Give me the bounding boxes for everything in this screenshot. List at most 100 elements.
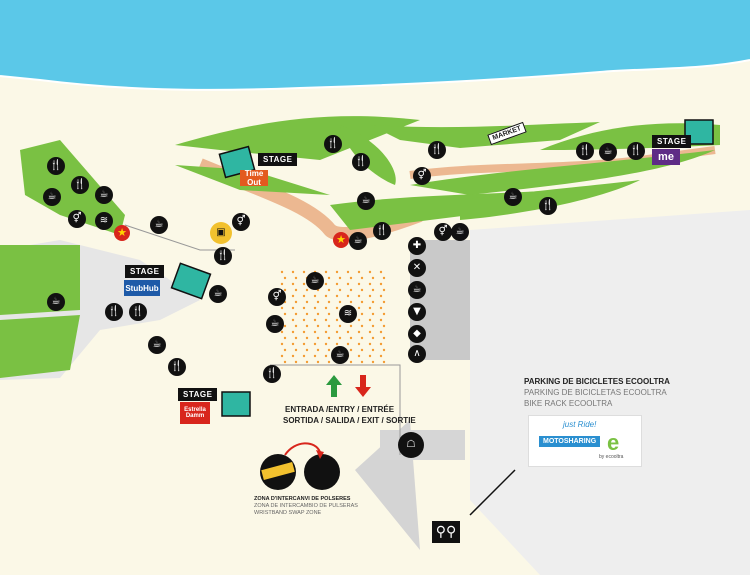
fence-line	[270, 364, 401, 455]
cloakroom-icon: ∧	[408, 345, 426, 363]
entry-dot	[335, 318, 339, 322]
toilet-icon: ⚥	[232, 213, 250, 231]
toilet-icon: ⚥	[434, 223, 452, 241]
entry-dot	[346, 270, 350, 274]
stage-logo-estrella: Estrella Damm	[180, 402, 210, 424]
entry-dot	[316, 360, 320, 364]
green-area-6	[340, 125, 396, 185]
wristband-line3: WRISTBAND SWAP ZONE	[254, 510, 322, 516]
food-icon: 🍴	[71, 176, 89, 194]
entry-dot	[382, 288, 386, 292]
food-icon: 🍴	[428, 141, 446, 159]
stage-logo-me: me	[652, 149, 680, 165]
entry-dot	[379, 294, 383, 298]
entry-dot	[283, 288, 287, 292]
entry-dot	[324, 270, 328, 274]
exit-arrow	[355, 375, 371, 397]
green-area-4	[175, 116, 420, 160]
shoreline	[0, 59, 750, 91]
wifi-icon: ≋	[95, 212, 113, 230]
entry-dot	[283, 312, 287, 316]
moto-card: just Ride! MOTOSHARING e by ecooltra	[528, 415, 642, 467]
entry-dot	[280, 282, 284, 286]
sea	[0, 0, 750, 90]
drink-icon: ☕	[357, 192, 375, 210]
drink-icon: ☕	[148, 336, 166, 354]
entry-dot	[313, 318, 317, 322]
entry-dot	[302, 318, 306, 322]
entry-dot	[357, 306, 361, 310]
entry-dot	[305, 348, 309, 352]
entry-dot	[338, 324, 342, 328]
food-icon: 🍴	[373, 222, 391, 240]
entry-dot	[357, 282, 361, 286]
entry-dot	[379, 330, 383, 334]
entry-dot	[313, 306, 317, 310]
entry-dot	[283, 348, 287, 352]
toilet-icon: ⚥	[68, 210, 86, 228]
paved-area-right	[470, 210, 750, 575]
drink-icon: ☕	[331, 346, 349, 364]
entry-dot	[294, 312, 298, 316]
entry-dot	[379, 354, 383, 358]
entry-dot	[357, 354, 361, 358]
entry-dot	[371, 276, 375, 280]
entry-dot	[302, 330, 306, 334]
entry-dot	[360, 324, 364, 328]
entry-dot	[302, 270, 306, 274]
entry-dot	[382, 312, 386, 316]
entry-dot	[302, 354, 306, 358]
entry-dot	[280, 354, 284, 358]
drink-icon: ☕	[95, 186, 113, 204]
wristband-right	[304, 454, 340, 490]
entry-dot	[291, 342, 295, 346]
entry-dot	[382, 300, 386, 304]
entry-dot	[291, 282, 295, 286]
moto-by: by ecooltra	[599, 454, 624, 460]
entry-dot	[305, 324, 309, 328]
swap-arrowhead	[316, 450, 324, 459]
info-point-icon: ★	[333, 232, 349, 248]
stage-logo-stubhub: StubHub	[124, 280, 160, 296]
entry-dot	[346, 342, 350, 346]
entry-dot	[379, 306, 383, 310]
wifi-icon: ≋	[339, 305, 357, 323]
drink-icon: ☕	[408, 281, 426, 299]
entry-dot	[283, 336, 287, 340]
entry-dot	[283, 324, 287, 328]
entry-dot	[368, 270, 372, 274]
entry-dot	[357, 294, 361, 298]
entry-dot	[368, 306, 372, 310]
entry-dot	[291, 306, 295, 310]
entry-dot	[368, 330, 372, 334]
entry-dot	[335, 306, 339, 310]
entry-dot	[305, 300, 309, 304]
drink-icon: ☕	[209, 285, 227, 303]
food-icon: 🍴	[576, 142, 594, 160]
entry-dot	[313, 342, 317, 346]
entry-dot	[338, 300, 342, 304]
food-icon: 🍴	[129, 303, 147, 321]
entry-dot	[360, 312, 364, 316]
entry-dot	[302, 282, 306, 286]
entry-dot	[327, 348, 331, 352]
entry-dot	[327, 312, 331, 316]
entry-dot	[371, 360, 375, 364]
merch-icon: ◆	[408, 325, 426, 343]
entry-dot	[294, 336, 298, 340]
entry-dot	[327, 300, 331, 304]
entry-dot	[338, 336, 342, 340]
entry-dot	[324, 282, 328, 286]
drink-icon: ☕	[451, 223, 469, 241]
entry-dot	[324, 294, 328, 298]
entry-dot	[327, 360, 331, 364]
wristband-line1: ZONA D'INTERCANVI DE POLSERES	[254, 496, 351, 502]
drink-icon: ☕	[349, 232, 367, 250]
info-point-icon: ★	[114, 225, 130, 241]
entry-dot	[327, 288, 331, 292]
entry-dot	[283, 276, 287, 280]
entry-dot	[291, 318, 295, 322]
entry-dot	[313, 294, 317, 298]
ticket-office-icon: ☖	[398, 432, 424, 458]
moto-tagline: just Ride!	[563, 420, 597, 429]
